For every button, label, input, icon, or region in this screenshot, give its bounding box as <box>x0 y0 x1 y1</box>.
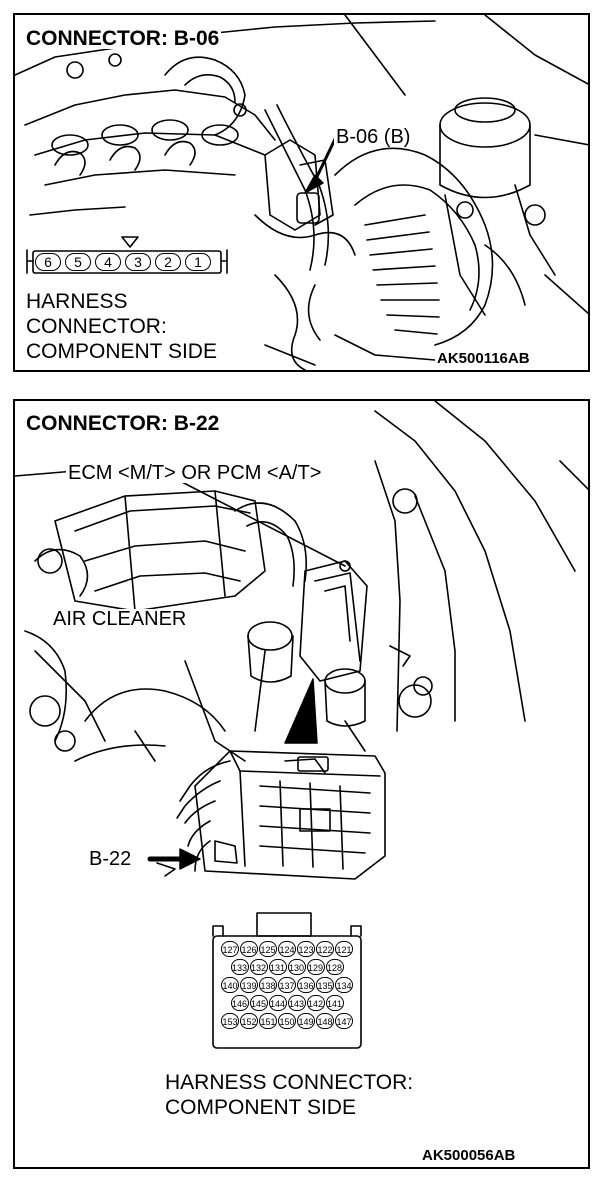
connector-b06-title: CONNECTOR: B-06 <box>24 27 222 50</box>
pin-cell: 5 <box>65 253 91 271</box>
air-cleaner-label: AIR CLEANER <box>51 608 189 630</box>
pin-label: 124 <box>278 941 296 957</box>
pin-label: 122 <box>316 941 334 957</box>
pin-label: 127 <box>221 941 239 957</box>
pin-label: 4 <box>104 254 112 270</box>
pin-label: 136 <box>297 977 315 993</box>
pin-row: 140 139 138 137 136 135 134 <box>217 977 357 993</box>
connector-b06-callout: B-06 (B) <box>334 126 413 148</box>
pin-cell: 1 <box>185 253 211 271</box>
pin-label: 145 <box>249 995 268 1011</box>
pin-label: 148 <box>316 1013 334 1029</box>
pin-label: 125 <box>259 941 277 957</box>
pin-label: 123 <box>297 941 315 957</box>
connector-b22-callout: B-22 <box>89 848 132 870</box>
pin-label: 139 <box>240 977 258 993</box>
pin-cell: 2 <box>155 253 181 271</box>
pin-cell: 3 <box>125 253 151 271</box>
pin-label: 129 <box>306 959 325 975</box>
pin-label: 3 <box>134 254 142 270</box>
pin-cell: 4 <box>95 253 121 271</box>
pin-label: 152 <box>240 1013 258 1029</box>
pin-row: 153 152 151 150 149 148 147 <box>217 1013 357 1029</box>
pin-label: 149 <box>297 1013 315 1029</box>
connector-b06-panel: CONNECTOR: B-06 B-06 (B) 6 5 4 3 2 1 HAR… <box>13 13 590 372</box>
engine-bay-illustration-b22 <box>15 401 588 1049</box>
pin-label: 143 <box>287 995 306 1011</box>
pin-label: 146 <box>230 995 249 1011</box>
pin-label: 151 <box>259 1013 277 1029</box>
pin-label: 132 <box>249 959 268 975</box>
engine-bay-illustration-b06 <box>15 15 588 370</box>
pin-label: 133 <box>230 959 249 975</box>
pin-cell: 6 <box>35 253 61 271</box>
pin-label: 128 <box>325 959 344 975</box>
pin-label: 135 <box>316 977 334 993</box>
pin-row: 133 132 131 130 129 128 <box>217 959 357 975</box>
pin-label: 5 <box>74 254 82 270</box>
pin-row: 127 126 125 124 123 122 121 <box>217 941 357 957</box>
connector-b06-pin-diagram: 6 5 4 3 2 1 <box>35 253 211 271</box>
pin-row: 146 145 144 143 142 141 <box>217 995 357 1011</box>
ecm-pcm-label: ECM <M/T> OR PCM <A/T> <box>66 462 324 484</box>
pin-label: 1 <box>194 254 202 270</box>
pin-label: 2 <box>164 254 172 270</box>
connector-b22-pin-diagram: 127 126 125 124 123 122 121 133 132 131 … <box>217 941 357 1029</box>
pin-label: 150 <box>278 1013 296 1029</box>
pin-label: 126 <box>240 941 258 957</box>
pin-label: 141 <box>325 995 344 1011</box>
pin-label: 137 <box>278 977 296 993</box>
pin-label: 144 <box>268 995 287 1011</box>
pin-label: 153 <box>221 1013 239 1029</box>
pin-label: 121 <box>335 941 353 957</box>
connector-b22-title: CONNECTOR: B-22 <box>24 412 222 435</box>
pin-label: 140 <box>221 977 239 993</box>
pin-label: 131 <box>268 959 287 975</box>
pin-label: 142 <box>306 995 325 1011</box>
pin-label: 6 <box>44 254 52 270</box>
pin-label: 147 <box>335 1013 353 1029</box>
harness-connector-label-b22: HARNESS CONNECTOR: COMPONENT SIDE <box>165 1070 414 1120</box>
pin-label: 138 <box>259 977 277 993</box>
pin-label: 130 <box>287 959 306 975</box>
pin-label: 134 <box>335 977 353 993</box>
harness-connector-label-b06: HARNESS CONNECTOR: COMPONENT SIDE <box>26 289 217 364</box>
figure-code-b22: AK500056AB <box>420 1147 518 1164</box>
figure-code-b06: AK500116AB <box>435 350 532 367</box>
connector-b22-panel: CONNECTOR: B-22 ECM <M/T> OR PCM <A/T> A… <box>13 399 590 1169</box>
